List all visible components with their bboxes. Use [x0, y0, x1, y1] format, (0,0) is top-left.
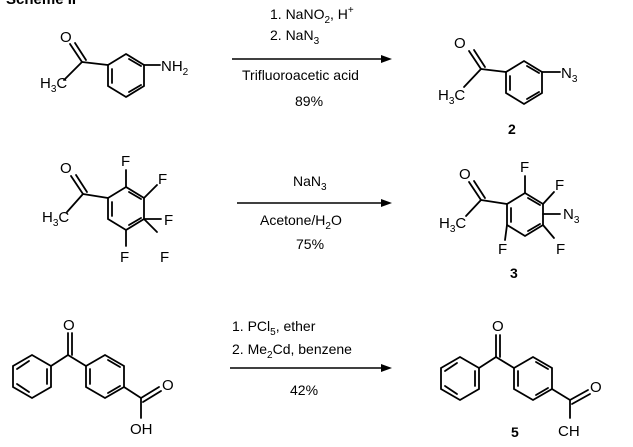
reaction-1-solvent: Trifluoroacetic acid	[242, 67, 359, 83]
reaction-3-yield: 42%	[290, 382, 318, 398]
methyl-label: H3C	[439, 215, 466, 235]
atom-F: F	[555, 177, 564, 194]
reaction-1-arrow	[232, 55, 392, 63]
compound-number: 3	[510, 265, 518, 281]
atom-O: O	[63, 317, 75, 334]
methyl-label: H3C	[42, 209, 69, 229]
atom-F: F	[498, 241, 507, 258]
reaction-1-reactant: O H3C NH2	[40, 29, 189, 99]
reaction-3-reagent-line2: 2. Me2Cd, benzene	[232, 341, 352, 361]
atom-F: F	[520, 159, 529, 176]
reaction-3-reactant: O O OH	[12, 317, 174, 438]
reaction-1-yield: 89%	[295, 93, 323, 109]
atom-F: F	[120, 249, 129, 266]
reaction-1-reagent-line1: 1. NaNO2, H+	[270, 5, 354, 26]
scheme-header: Scheme II	[6, 0, 76, 8]
product-2: O H3C N3 2	[438, 35, 578, 137]
methyl-label: CH	[558, 423, 580, 440]
atom-O: O	[60, 160, 72, 177]
atom-O: O	[590, 379, 602, 396]
hydroxyl-label: OH	[130, 421, 153, 438]
amine-label: NH2	[161, 58, 189, 78]
reaction-2-arrow	[237, 199, 392, 207]
reaction-2-yield: 75%	[296, 236, 324, 252]
reaction-2-reactant: O H3C F F F F F	[42, 153, 173, 266]
reaction-2-reagent: NaN3	[293, 173, 327, 193]
compound-number: 2	[508, 121, 516, 137]
atom-F: F	[164, 212, 173, 229]
reaction-3-reagent-line1: 1. PCl5, ether	[232, 318, 316, 338]
atom-F: F	[160, 249, 169, 266]
azide-label: N3	[563, 206, 580, 226]
atom-F: F	[556, 241, 565, 258]
compound-number: 5	[511, 424, 519, 440]
product-3: O H3C F F N3 F F 3	[439, 159, 580, 281]
reaction-2-solvent: Acetone/H2O	[260, 212, 342, 232]
atom-O: O	[459, 166, 471, 183]
methyl-label: H3C	[438, 87, 465, 107]
azide-label: N3	[561, 65, 578, 85]
atom-O: O	[162, 377, 174, 394]
product-5: O O CH 5	[440, 318, 602, 440]
reaction-1-reagent-line2: 2. NaN3	[270, 27, 320, 47]
reaction-3-arrow	[230, 364, 392, 372]
atom-F: F	[121, 153, 130, 170]
atom-F: F	[158, 171, 167, 188]
atom-O: O	[492, 318, 504, 335]
atom-O: O	[60, 29, 72, 46]
methyl-label: H3C	[40, 75, 67, 95]
atom-O: O	[454, 35, 466, 52]
